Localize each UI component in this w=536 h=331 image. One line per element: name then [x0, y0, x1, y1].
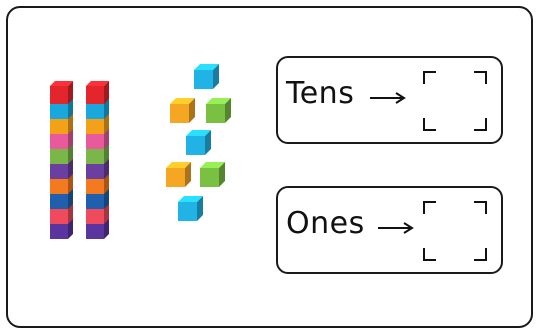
unit-cube [200, 162, 225, 187]
rod-2-cube [86, 81, 109, 104]
unit-cube [186, 130, 211, 155]
unit-cube [178, 196, 203, 221]
ones-blank[interactable] [422, 200, 488, 262]
unit-cube [194, 64, 219, 89]
right-arrow-icon [368, 90, 408, 106]
unit-cube [166, 162, 191, 187]
unit-cube [170, 98, 195, 123]
tens-blank[interactable] [422, 70, 488, 132]
base-ten-blocks [8, 8, 258, 308]
right-arrow-icon [376, 220, 416, 236]
tens-label: Tens [286, 76, 354, 111]
ones-answer-box[interactable]: Ones [276, 186, 503, 274]
worksheet-card: Tens Ones [6, 6, 533, 328]
ones-label: Ones [286, 206, 365, 241]
unit-cube [206, 98, 231, 123]
tens-answer-box[interactable]: Tens [276, 56, 503, 144]
rod-1-cube [50, 81, 73, 104]
